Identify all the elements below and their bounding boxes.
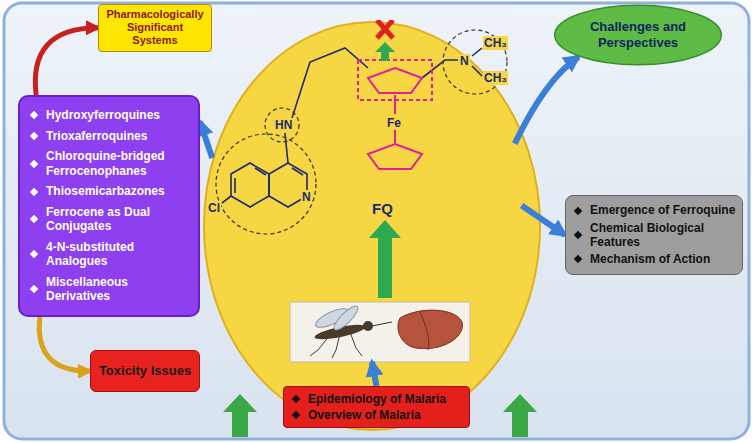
red-cross [377, 20, 393, 38]
green-arrow [503, 394, 537, 437]
list-item: Emergence of Ferroquine [572, 203, 736, 217]
bullet-mark [574, 231, 582, 239]
list-item-text: Ferrocene as Dual Conjugates [46, 205, 190, 234]
bullet-mark [30, 285, 38, 293]
features-box: Emergence of FerroquineChemical Biologic… [565, 195, 743, 275]
atom-label: HN [274, 118, 293, 132]
atom-label: N [459, 54, 470, 68]
list-item: Miscellaneous Derivatives [28, 275, 190, 304]
list-item: Chemical Biological Features [572, 221, 736, 250]
heading-box: Pharmacologically Significant Systems [98, 4, 212, 52]
green-arrow [223, 394, 257, 437]
bullet-mark [30, 160, 38, 168]
flow-arrow [515, 57, 579, 144]
flow-arrow [35, 28, 98, 95]
node-label: FQ [372, 200, 393, 218]
list-item: Thiosemicarbazones [28, 184, 190, 198]
list-item-text: Emergence of Ferroquine [590, 203, 735, 217]
list-item-text: Overview of Malaria [308, 408, 421, 422]
list-item: Epidemiology of Malaria [290, 392, 463, 406]
flow-arrow [39, 317, 90, 371]
list-item-text: Chemical Biological Features [590, 221, 736, 250]
frame [4, 3, 749, 439]
atom-label: N [301, 190, 312, 204]
bullet-mark [292, 395, 300, 403]
node-label: Pharmacologically Significant Systems [104, 8, 206, 48]
toxicity-box: Toxicity Issues [90, 350, 200, 392]
list-item-text: Miscellaneous Derivatives [46, 275, 190, 304]
mosquito-picture [290, 302, 470, 362]
bullet-mark [30, 215, 38, 223]
atom-label: CH₃ [483, 36, 508, 50]
bullet-mark [30, 132, 38, 140]
list-item: Trioxaferroquines [28, 129, 190, 143]
list-item-text: 4-N-substituted Analogues [46, 240, 190, 269]
bullet-mark [30, 187, 38, 195]
bullet-mark [30, 250, 38, 258]
bullet-mark [574, 255, 582, 263]
list-item: Chloroquine-bridged Ferrocenophanes [28, 149, 190, 178]
epidemiology-box: Epidemiology of MalariaOverview of Malar… [283, 386, 470, 428]
list-item-text: Trioxaferroquines [46, 129, 147, 143]
list-item: Mechanism of Action [572, 252, 736, 266]
atom-label: Fe [386, 116, 402, 130]
list-item: Overview of Malaria [290, 408, 463, 422]
list-item-text: Thiosemicarbazones [46, 184, 165, 198]
bullet-mark [30, 111, 38, 119]
list-item-text: Mechanism of Action [590, 252, 710, 266]
bullet-mark [574, 206, 582, 214]
atom-label: CH₃ [483, 71, 508, 85]
node-label: Toxicity Issues [99, 363, 191, 379]
flow-arrow [200, 122, 212, 158]
node-label: Challenges and Perspectives [579, 19, 697, 50]
derivatives-box: HydroxyferroquinesTrioxaferroquinesChlor… [18, 95, 200, 317]
bullet-mark [292, 411, 300, 419]
perspective-ellipse: Challenges and Perspectives [553, 4, 723, 66]
list-item-text: Hydroxyferroquines [46, 108, 160, 122]
list-item-text: Chloroquine-bridged Ferrocenophanes [46, 149, 190, 178]
list-item-text: Epidemiology of Malaria [308, 392, 446, 406]
list-item: Hydroxyferroquines [28, 108, 190, 122]
atom-label: Cl [207, 201, 221, 215]
list-item: 4-N-substituted Analogues [28, 240, 190, 269]
list-item: Ferrocene as Dual Conjugates [28, 205, 190, 234]
